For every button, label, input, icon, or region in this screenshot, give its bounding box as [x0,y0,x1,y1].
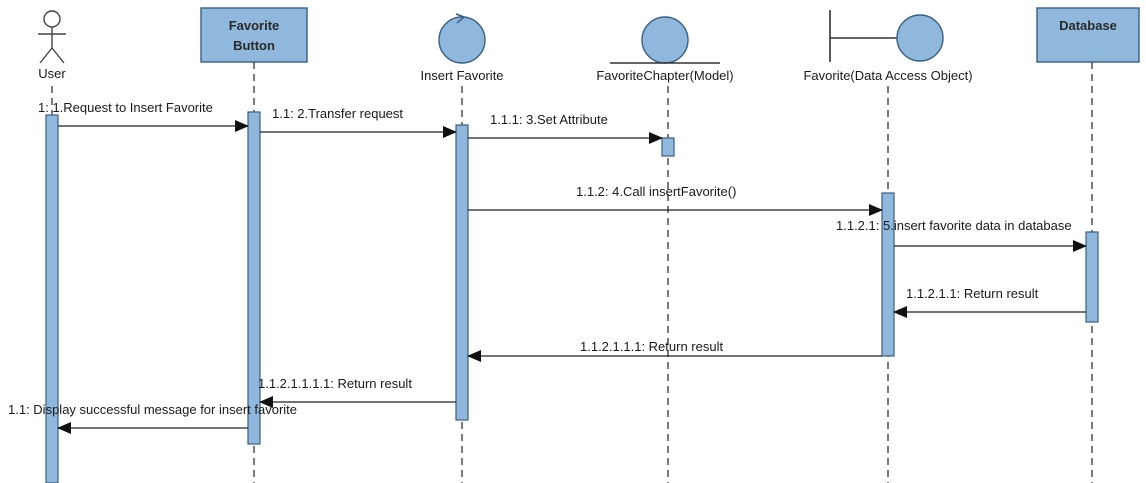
activation-bar-favorite-chapter [661,137,675,157]
message-label: 1.1.2.1.1: Return result [906,286,1039,301]
participant-label-line2: Button [233,38,275,53]
message-label: 1.1.1: 3.Set Attribute [490,112,608,127]
message-label: 1.1.2.1.1.1.1: Return result [258,376,412,391]
message-label: 1.1.2.1: 5.insert favorite data in datab… [836,218,1072,233]
boundary-icon [829,10,944,62]
participant-label-user: User [38,66,66,81]
message-label: 1.1: Display successful message for inse… [8,402,297,417]
message-5: 1.1.2.1: 5.insert favorite data in datab… [836,218,1087,252]
control-icon [438,13,486,64]
activation-bar-user [45,114,59,483]
message-label: 1: 1.Request to Insert Favorite [38,100,213,115]
participant-insert-favorite: Insert Favorite [420,13,504,83]
message-6: 1.1.2.1.1: Return result [893,286,1086,318]
activation-bar-database [1085,231,1099,323]
message-3: 1.1.1: 3.Set Attribute [468,112,663,144]
message-4: 1.1.2: 4.Call insertFavorite() [468,184,883,216]
activation-bar-insert-favorite [455,124,469,421]
message-8: 1.1.2.1.1.1.1: Return result [258,376,456,408]
participant-favorite-dao: Favorite(Data Access Object) [803,10,973,83]
message-label: 1.1.2.1.1.1: Return result [580,339,723,354]
message-1: 1: 1.Request to Insert Favorite [38,100,249,132]
activation-bar-favorite-dao [881,192,895,357]
message-7: 1.1.2.1.1.1: Return result [467,339,882,362]
entity-icon [610,16,720,64]
participant-box [200,7,308,63]
activation-bar-favorite-button [247,111,261,445]
participant-label-favorite-dao: Favorite(Data Access Object) [803,68,972,83]
message-label: 1.1.2: 4.Call insertFavorite() [576,184,736,199]
participant-box [1036,7,1140,63]
participant-database: Database [1036,7,1140,63]
actor-icon [38,10,66,64]
participant-user: User [38,10,66,81]
message-label: 1.1: 2.Transfer request [272,106,403,121]
participant-label-line1: Favorite [229,18,280,33]
participant-favorite-chapter: FavoriteChapter(Model) [596,16,734,83]
participant-label-favorite-chapter: FavoriteChapter(Model) [596,68,733,83]
message-2: 1.1: 2.Transfer request [260,106,457,138]
participant-label-database: Database [1059,18,1117,33]
message-9: 1.1: Display successful message for inse… [8,402,297,434]
participant-label-insert-favorite: Insert Favorite [420,68,503,83]
participant-favorite-button: Favorite Button [200,7,308,63]
